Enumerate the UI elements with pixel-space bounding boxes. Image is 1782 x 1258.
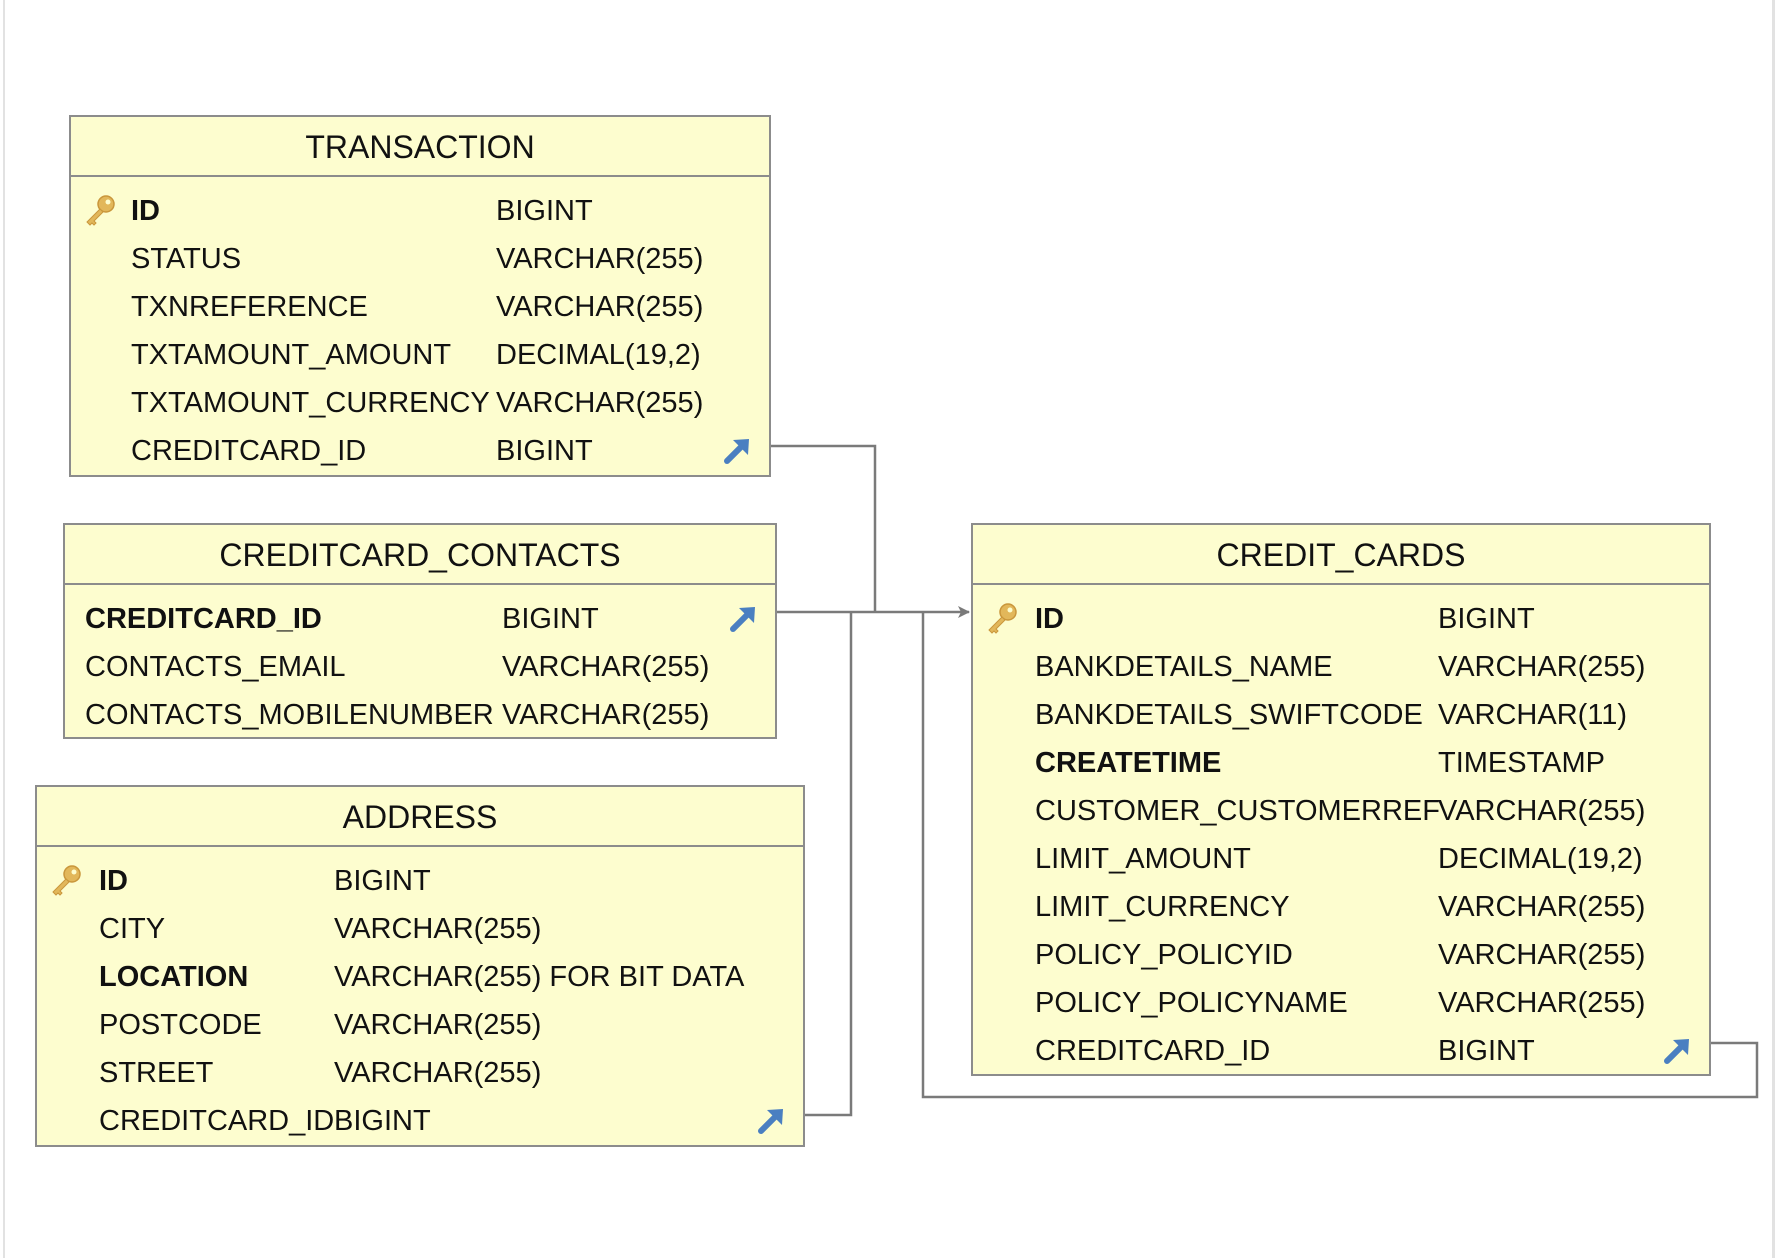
table-row[interactable]: ID BIGINT <box>71 187 769 235</box>
column-type: VARCHAR(255) <box>1438 987 1646 1019</box>
column-name: TXTAMOUNT_CURRENCY <box>131 387 490 419</box>
column-name: BANKDETAILS_NAME <box>1035 651 1333 683</box>
table-title: ADDRESS <box>37 787 803 847</box>
table-row[interactable]: LOCATION VARCHAR(255) FOR BIT DATA <box>37 953 803 1001</box>
column-type: VARCHAR(255) <box>1438 651 1646 683</box>
column-name: POLICY_POLICYNAME <box>1035 987 1348 1019</box>
table-row[interactable]: CREDITCARD_ID BIGINT <box>65 595 775 643</box>
primary-key-icon <box>86 195 115 226</box>
column-name: CREDITCARD_ID <box>99 1105 335 1137</box>
table-row[interactable]: POSTCODE VARCHAR(255) <box>37 1001 803 1049</box>
column-name: CREATETIME <box>1035 747 1222 779</box>
column-type: BIGINT <box>1438 1035 1535 1067</box>
foreign-key-arrow-icon[interactable] <box>1663 1035 1693 1065</box>
column-name: TXTAMOUNT_AMOUNT <box>131 339 452 371</box>
column-type: VARCHAR(255) <box>334 1057 542 1089</box>
table-rows: CREDITCARD_ID BIGINT CONTACTS_EMAIL VARCHAR… <box>65 585 775 739</box>
primary-key-icon <box>988 603 1017 634</box>
column-type: VARCHAR(255) <box>496 291 704 323</box>
primary-key-icon <box>52 865 81 896</box>
canvas-scrollbar[interactable] <box>1772 0 1775 1258</box>
column-type: BIGINT <box>334 1105 431 1137</box>
column-type: VARCHAR(255) <box>1438 939 1646 971</box>
connector-address-to-credit-cards <box>804 612 853 1117</box>
column-type: VARCHAR(255) <box>502 651 710 683</box>
table-row[interactable]: CONTACTS_EMAIL VARCHAR(255) <box>65 643 775 691</box>
table-row[interactable]: TXNREFERENCE VARCHAR(255) <box>71 283 769 331</box>
table-row[interactable]: CREATETIME TIMESTAMP <box>973 739 1709 787</box>
column-name: CREDITCARD_ID <box>131 435 367 467</box>
column-type: VARCHAR(11) <box>1438 699 1628 731</box>
column-name: LIMIT_CURRENCY <box>1035 891 1290 923</box>
column-type: BIGINT <box>1438 603 1535 635</box>
column-name: TXNREFERENCE <box>131 291 368 323</box>
table-row[interactable]: POLICY_POLICYID VARCHAR(255) <box>973 931 1709 979</box>
table-rows: ID BIGINT CITY VARCHAR(255) LOCATION VARCHAR(… <box>37 847 803 1145</box>
table-row[interactable]: POLICY_POLICYNAME VARCHAR(255) <box>973 979 1709 1027</box>
table-credit-cards[interactable]: CREDIT_CARDS ID BIGINT BANKDETAILS_NAME VAR… <box>971 523 1711 1076</box>
column-type: BIGINT <box>496 195 593 227</box>
column-name: CREDITCARD_ID <box>1035 1035 1271 1067</box>
column-name: ID <box>99 865 128 897</box>
table-row[interactable]: STREET VARCHAR(255) <box>37 1049 803 1097</box>
column-type: DECIMAL(19,2) <box>1438 843 1643 875</box>
column-type: VARCHAR(255) FOR BIT DATA <box>334 961 745 993</box>
column-name: STREET <box>99 1057 214 1089</box>
column-name: CREDITCARD_ID <box>85 603 322 635</box>
table-row[interactable]: TXTAMOUNT_AMOUNT DECIMAL(19,2) <box>71 331 769 379</box>
column-type: DECIMAL(19,2) <box>496 339 701 371</box>
canvas-left-border <box>3 0 5 1258</box>
table-row[interactable]: LIMIT_AMOUNT DECIMAL(19,2) <box>973 835 1709 883</box>
column-name: CONTACTS_EMAIL <box>85 651 346 683</box>
table-rows: ID BIGINT STATUS VARCHAR(255) TXNREFERENCE VA… <box>71 177 769 475</box>
column-name: LIMIT_AMOUNT <box>1035 843 1251 875</box>
column-name: CONTACTS_MOBILENUMBER <box>85 699 494 731</box>
table-title: CREDITCARD_CONTACTS <box>65 525 775 585</box>
column-name: STATUS <box>131 243 242 275</box>
column-name: BANKDETAILS_SWIFTCODE <box>1035 699 1423 731</box>
column-type: VARCHAR(255) <box>496 387 704 419</box>
table-title: TRANSACTION <box>71 117 769 177</box>
column-type: VARCHAR(255) <box>502 699 710 731</box>
column-type: VARCHAR(255) <box>1438 891 1646 923</box>
table-row[interactable]: BANKDETAILS_SWIFTCODE VARCHAR(11) <box>973 691 1709 739</box>
column-type: VARCHAR(255) <box>496 243 704 275</box>
column-type: TIMESTAMP <box>1438 747 1606 779</box>
column-name: POLICY_POLICYID <box>1035 939 1293 971</box>
column-name: CITY <box>99 913 166 945</box>
foreign-key-arrow-icon[interactable] <box>723 435 753 465</box>
column-type: BIGINT <box>496 435 593 467</box>
column-name: POSTCODE <box>99 1009 262 1041</box>
table-title: CREDIT_CARDS <box>973 525 1709 585</box>
table-row[interactable]: LIMIT_CURRENCY VARCHAR(255) <box>973 883 1709 931</box>
column-type: BIGINT <box>502 603 599 635</box>
foreign-key-arrow-icon[interactable] <box>757 1105 787 1135</box>
column-type: BIGINT <box>334 865 431 897</box>
table-row[interactable]: CREDITCARD_ID BIGINT <box>973 1027 1709 1075</box>
table-row[interactable]: ID BIGINT <box>973 595 1709 643</box>
column-type: VARCHAR(255) <box>334 1009 542 1041</box>
connector-transaction-to-credit-cards <box>770 444 877 612</box>
column-name: CUSTOMER_CUSTOMERREF <box>1035 795 1440 827</box>
foreign-key-arrow-icon[interactable] <box>729 603 759 633</box>
table-row[interactable]: STATUS VARCHAR(255) <box>71 235 769 283</box>
column-type: VARCHAR(255) <box>1438 795 1646 827</box>
column-name: ID <box>131 195 160 227</box>
column-name: ID <box>1035 603 1064 635</box>
table-row[interactable]: BANKDETAILS_NAME VARCHAR(255) <box>973 643 1709 691</box>
table-address[interactable]: ADDRESS ID BIGINT CITY VARCHAR(255) LOCATION… <box>35 785 805 1147</box>
table-row[interactable]: CITY VARCHAR(255) <box>37 905 803 953</box>
column-name: LOCATION <box>99 961 249 993</box>
column-type: VARCHAR(255) <box>334 913 542 945</box>
table-row[interactable]: CREDITCARD_ID BIGINT <box>71 427 769 475</box>
table-row[interactable]: ID BIGINT <box>37 857 803 905</box>
